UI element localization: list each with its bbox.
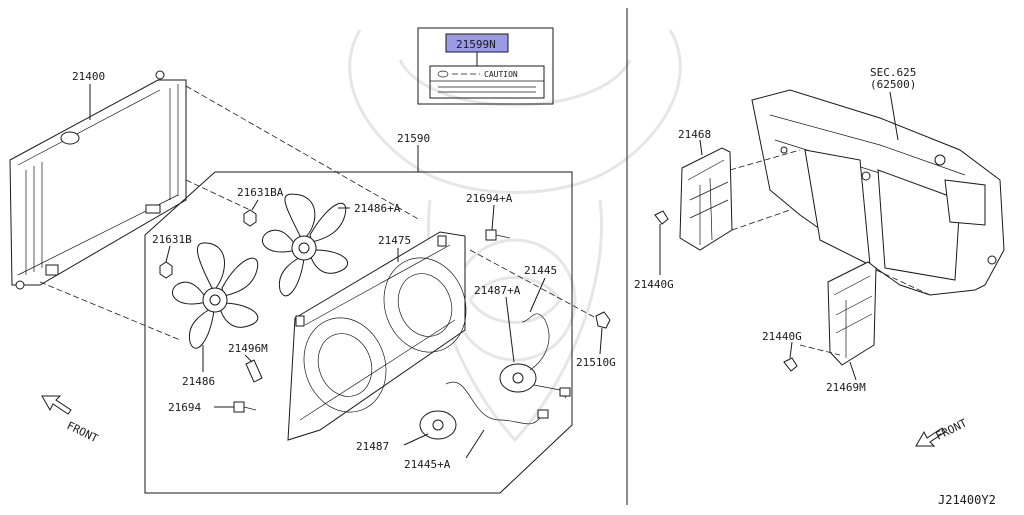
leader-21445A (465, 429, 485, 459)
callout-21496M[interactable]: 21496M (228, 342, 268, 355)
callout-21487A[interactable]: 21487+A (474, 284, 521, 297)
leader-21487 (403, 433, 429, 446)
callout-21694A[interactable]: 21694+A (466, 192, 513, 205)
fan-shroud[interactable] (287, 231, 479, 441)
callout-21440G-bottom[interactable]: 21440G (762, 330, 802, 343)
leader-21487A (505, 296, 515, 363)
callout-21445[interactable]: 21445 (524, 264, 557, 277)
motor-21487A[interactable] (499, 313, 571, 399)
bolt-21694[interactable] (233, 401, 257, 413)
clip-21440G-top[interactable] (654, 210, 669, 225)
fan-lower[interactable] (172, 242, 259, 349)
clip-21510G[interactable] (595, 311, 611, 329)
callout-21469M[interactable]: 21469M (826, 381, 866, 394)
leader-21694A (491, 204, 495, 231)
leader-21631BA (251, 199, 259, 211)
clip-21440G-bottom[interactable] (783, 357, 798, 372)
front-arrow-right-icon (915, 427, 946, 447)
projection-line (729, 149, 801, 171)
radiator[interactable] (9, 70, 187, 290)
bolt-21631BA[interactable] (243, 209, 257, 227)
label-caution-text: CAUTION (484, 70, 518, 79)
callout-21400[interactable]: 21400 (72, 70, 105, 83)
projection-line (185, 179, 251, 211)
bolt-21694A[interactable] (485, 229, 511, 241)
callout-21694[interactable]: 21694 (168, 401, 201, 414)
clip-21496M[interactable] (245, 359, 263, 383)
front-label-left: FRONT (65, 419, 101, 445)
callout-21440G-top[interactable]: 21440G (634, 278, 674, 291)
front-arrow-left-icon (41, 395, 72, 415)
callout-21445A[interactable]: 21445+A (404, 458, 451, 471)
leader-21445 (529, 277, 546, 313)
nut-21631B[interactable] (159, 261, 173, 279)
leader-21510G (599, 327, 603, 355)
projection-line (39, 281, 181, 341)
callout-21486A[interactable]: 21486+A (354, 202, 401, 215)
callout-21468[interactable]: 21468 (678, 128, 711, 141)
air-guide-21469M[interactable] (827, 261, 877, 366)
projection-line (731, 209, 791, 231)
motor-21487[interactable] (419, 381, 549, 440)
label-part-number[interactable]: 21599N (456, 38, 496, 51)
callout-sec62500[interactable]: (62500) (870, 78, 916, 91)
diagram-id: J21400Y2 (938, 493, 996, 507)
leader-21631B (165, 245, 171, 263)
callout-21487[interactable]: 21487 (356, 440, 389, 453)
leader-21440G-bottom (789, 341, 793, 359)
callout-21631BA[interactable]: 21631BA (237, 186, 284, 199)
callout-21510G[interactable]: 21510G (576, 356, 616, 369)
air-guide-21468[interactable] (679, 147, 733, 251)
callout-21486[interactable]: 21486 (182, 375, 215, 388)
projection-line (875, 269, 931, 296)
projection-line (469, 249, 597, 319)
callout-sec625[interactable]: SEC.625 (870, 66, 916, 79)
callout-21631B[interactable]: 21631B (152, 233, 192, 246)
caution-label[interactable]: 21599N CAUTION (417, 27, 554, 105)
leader-21469M (849, 361, 857, 381)
fan-assembly-outline (144, 171, 573, 494)
callout-21590[interactable]: 21590 (397, 132, 430, 145)
front-label-right: FRONT (934, 416, 970, 442)
leader-21468 (699, 139, 703, 156)
projection-line (799, 344, 841, 356)
leader-21496M (244, 354, 253, 363)
callout-21475[interactable]: 21475 (378, 234, 411, 247)
leader-sec625 (889, 91, 899, 141)
fan-upper[interactable] (262, 193, 349, 297)
radiator-core-support[interactable] (751, 89, 1005, 296)
